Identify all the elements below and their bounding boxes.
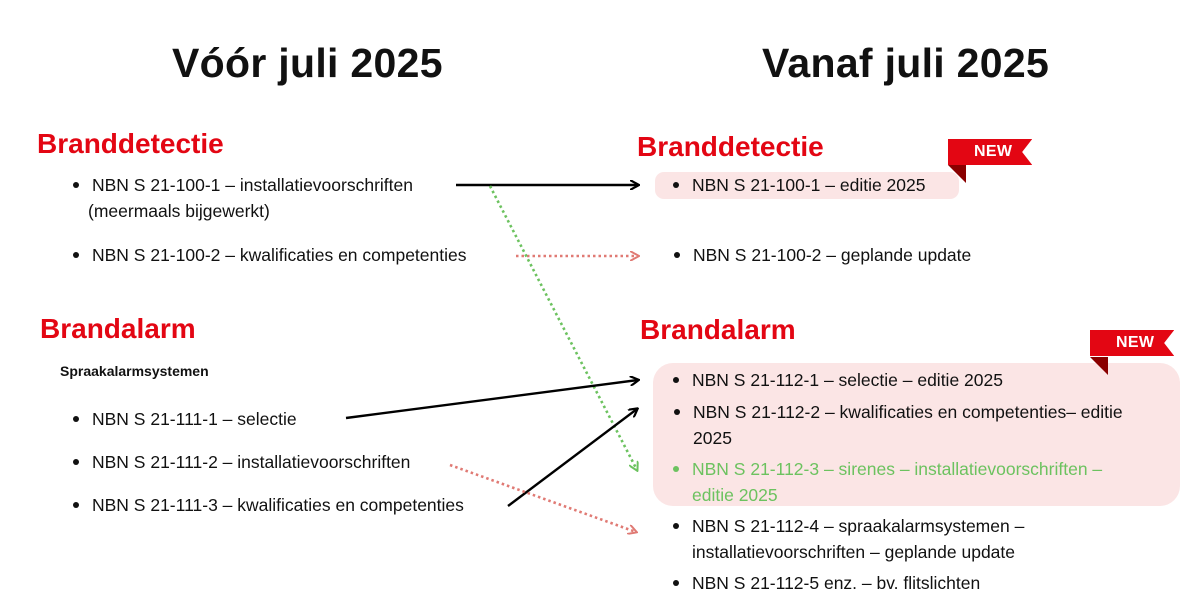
right-detection-item-2: NBN S 21-100-2 – geplande update bbox=[674, 242, 1013, 268]
alarm-badge-fold bbox=[1090, 357, 1108, 375]
left-detection-item-2-line1: NBN S 21-100-2 – kwalificaties en compet… bbox=[92, 245, 467, 265]
left-detection-item-1: NBN S 21-100-1 – installatievoorschrifte… bbox=[73, 172, 472, 198]
arrow-21-111-1 bbox=[345, 380, 638, 420]
right-detection-item-1-text: NBN S 21-100-1 – editie 2025 bbox=[692, 175, 926, 195]
right-alarm-item-4: NBN S 21-112-4 – spraakalarmsystemen – bbox=[673, 513, 1172, 539]
right-alarm-item-3-line2: editie 2025 bbox=[692, 485, 778, 505]
alarm-new-badge: NEW bbox=[1090, 330, 1175, 356]
left-alarm-item-2-text: NBN S 21-111-2 – installatievoorschrifte… bbox=[92, 452, 411, 472]
right-alarm-item-2-line2: 2025 bbox=[693, 428, 732, 448]
left-column-title: Vóór juli 2025 bbox=[172, 40, 443, 86]
right-alarm-item-1: NBN S 21-112-1 – selectie – editie 2025 bbox=[673, 367, 1172, 393]
left-detection-item-1-line2: (meermaals bijgewerkt) bbox=[88, 201, 270, 221]
right-column-title: Vanaf juli 2025 bbox=[762, 40, 1050, 86]
right-alarm-item-5: NBN S 21-112-5 enz. – bv. flitslichten bbox=[673, 570, 1172, 596]
arrow-21-100-1-to-21-112-3 bbox=[488, 185, 637, 470]
detection-highlight-box bbox=[655, 172, 959, 199]
left-alarm-item-1: NBN S 21-111-1 – selectie bbox=[73, 406, 352, 432]
right-alarm-item-4-line2: installatievoorschriften – geplande upda… bbox=[692, 542, 1015, 562]
left-alarm-item-1-text: NBN S 21-111-1 – selectie bbox=[92, 409, 297, 429]
right-detection-item-2-text: NBN S 21-100-2 – geplande update bbox=[693, 245, 972, 265]
left-detection-item-2: NBN S 21-100-2 – kwalificaties en compet… bbox=[73, 242, 512, 268]
detection-new-badge: NEW bbox=[948, 139, 1033, 165]
right-alarm-item-5-line1: NBN S 21-112-5 enz. – bv. flitslichten bbox=[692, 573, 981, 593]
left-alarm-heading: Brandalarm bbox=[40, 313, 196, 344]
right-alarm-item-2: NBN S 21-112-2 – kwalificaties en compet… bbox=[674, 399, 1173, 425]
left-alarm-item-3-text: NBN S 21-111-3 – kwalificaties en compet… bbox=[92, 495, 464, 515]
arrow-21-111-2 bbox=[449, 463, 636, 532]
right-alarm-item-1-line1: NBN S 21-112-1 – selectie – editie 2025 bbox=[692, 370, 1003, 390]
right-alarm-item-3: NBN S 21-112-3 – sirenes – installatievo… bbox=[673, 456, 1172, 482]
left-detection-heading: Branddetectie bbox=[37, 128, 224, 159]
right-detection-item-1: NBN S 21-100-1 – editie 2025 bbox=[673, 172, 952, 198]
left-detection-item-1-line1: NBN S 21-100-1 – installatievoorschrifte… bbox=[92, 175, 413, 195]
alarm-highlight-box bbox=[653, 363, 1180, 506]
left-alarm-item-2: NBN S 21-111-2 – installatievoorschrifte… bbox=[73, 449, 442, 475]
right-alarm-heading: Brandalarm bbox=[640, 314, 796, 345]
right-alarm-item-4-line1: NBN S 21-112-4 – spraakalarmsystemen – bbox=[692, 516, 1025, 536]
arrow-21-111-3 bbox=[507, 409, 637, 507]
right-alarm-item-3-line1: NBN S 21-112-3 – sirenes – installatievo… bbox=[692, 459, 1103, 479]
left-alarm-item-3: NBN S 21-111-3 – kwalificaties en compet… bbox=[73, 492, 502, 518]
left-alarm-subheading: Spraakalarmsystemen bbox=[60, 363, 209, 379]
right-alarm-item-2-line1: NBN S 21-112-2 – kwalificaties en compet… bbox=[693, 402, 1123, 422]
right-detection-heading: Branddetectie bbox=[637, 131, 824, 162]
